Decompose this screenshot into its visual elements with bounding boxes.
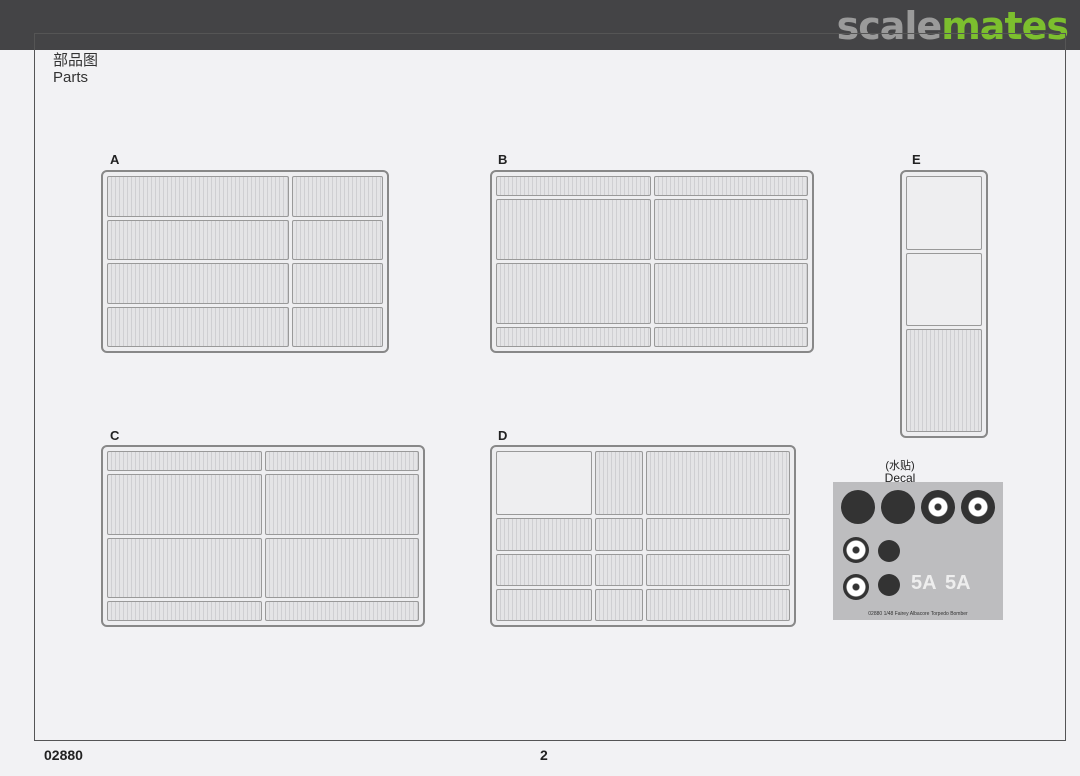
sprue-part-group — [107, 306, 289, 347]
sprue-c — [101, 445, 425, 627]
sprue-part-group — [496, 518, 592, 551]
sprue-b — [490, 170, 814, 353]
sprue-part-group — [595, 588, 643, 621]
roundel-decal — [881, 490, 915, 524]
sprue-part-group — [292, 219, 383, 260]
sprue-part-group — [107, 537, 262, 598]
sprue-part-group — [264, 474, 419, 535]
sprue-part-group — [646, 588, 790, 621]
kit-code: 02880 — [44, 747, 83, 763]
sprue-part-group — [496, 263, 651, 324]
sprue-part-group — [653, 326, 808, 347]
sprue-part-group — [906, 176, 982, 250]
sprue-label-b: B — [498, 152, 508, 167]
sprue-part-group — [496, 451, 592, 516]
sprue-part-group — [107, 219, 289, 260]
sprue-label-d: D — [498, 428, 508, 443]
decal-sheet: 5A 5A 02880 1/48 Fairey Albacore Torpedo… — [833, 482, 1003, 620]
sprue-part-group — [653, 199, 808, 260]
sprue-part-group — [107, 451, 262, 472]
code-marking: 5A — [945, 572, 971, 594]
roundel-decal — [921, 490, 955, 524]
sprue-part-group — [496, 588, 592, 621]
page-number: 2 — [540, 747, 548, 763]
sprue-label-a: A — [110, 152, 120, 167]
sprue-part-group — [496, 199, 651, 260]
sprue-part-group — [595, 553, 643, 586]
sprue-part-group — [107, 600, 262, 621]
sprue-part-group — [906, 329, 982, 432]
sprue-part-group — [292, 176, 383, 217]
sprue-part-group — [653, 263, 808, 324]
decal-label: (水贴) Decal — [870, 460, 930, 484]
sprue-d — [490, 445, 796, 627]
sprue-label-c: C — [110, 428, 120, 443]
sprue-part-group — [646, 518, 790, 551]
sprue-part-group — [646, 451, 790, 516]
sprue-part-group — [653, 176, 808, 197]
roundel-decal — [843, 537, 869, 563]
watermark-bar: scalemates — [0, 0, 1080, 50]
sprue-part-group — [264, 451, 419, 472]
sprue-part-group — [906, 252, 982, 327]
sprue-part-group — [264, 600, 419, 621]
sprue-part-group — [646, 553, 790, 586]
sprue-e — [900, 170, 988, 438]
sprue-part-group — [107, 176, 289, 217]
sprue-a — [101, 170, 389, 353]
roundel-decal — [878, 574, 900, 596]
sprue-part-group — [264, 537, 419, 598]
roundel-decal — [961, 490, 995, 524]
sprue-part-group — [107, 474, 262, 535]
roundel-decal — [843, 574, 869, 600]
scalemates-logo: scalemates — [836, 4, 1069, 48]
sprue-part-group — [292, 263, 383, 304]
page-frame — [34, 33, 1066, 741]
sprue-part-group — [292, 306, 383, 347]
sprue-part-group — [496, 326, 651, 347]
sprue-part-group — [595, 518, 643, 551]
sprue-part-group — [595, 451, 643, 516]
decal-label-cn: (水贴) — [885, 460, 915, 472]
code-marking: 5A — [911, 572, 937, 594]
decal-caption: 02880 1/48 Fairey Albacore Torpedo Bombe… — [868, 611, 968, 617]
sprue-part-group — [107, 263, 289, 304]
sprue-label-e: E — [912, 152, 921, 167]
title-en: Parts — [53, 69, 89, 86]
roundel-decal — [841, 490, 875, 524]
decal-label-en: Decal — [884, 471, 916, 485]
roundel-decal — [878, 540, 900, 562]
title-cn: 部品图 — [53, 52, 99, 69]
sprue-part-group — [496, 176, 651, 197]
page-title: 部品图 Parts — [53, 52, 98, 86]
sprue-part-group — [496, 553, 592, 586]
